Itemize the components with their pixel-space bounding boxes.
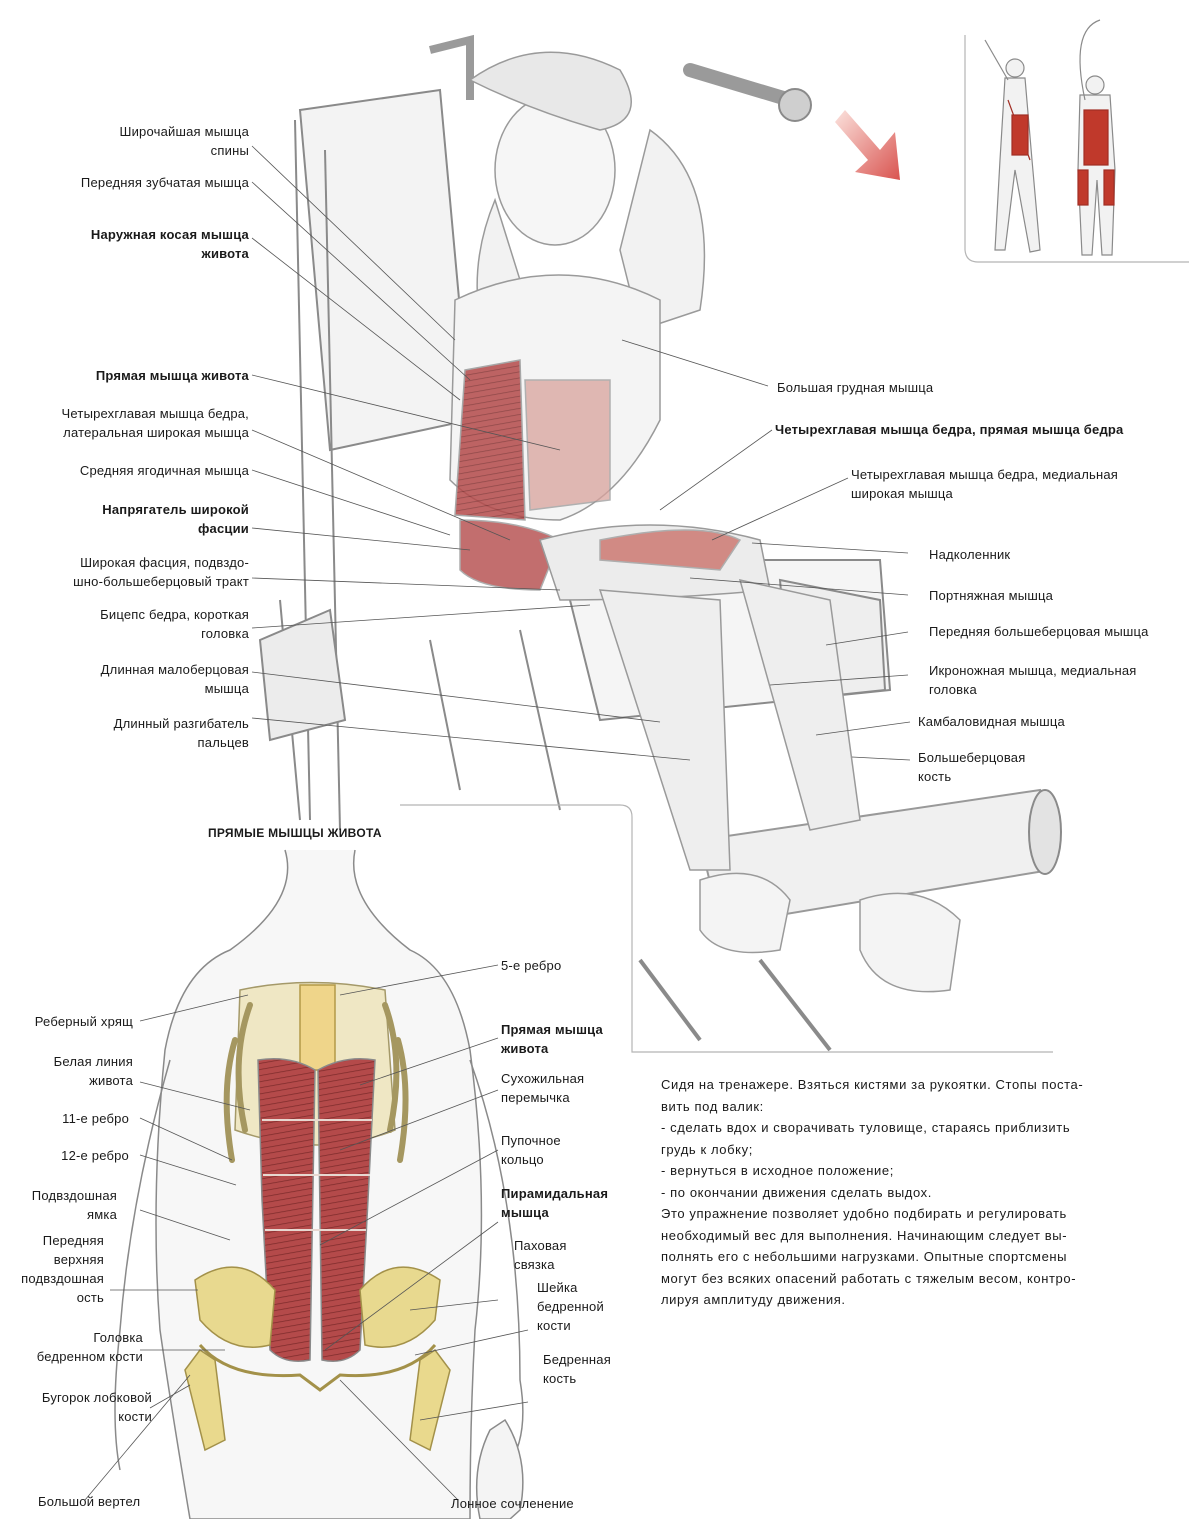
label-12th-rib: 12-е ребро xyxy=(61,1146,129,1165)
description-line: полнять его с небольшими нагрузками. Опы… xyxy=(661,1246,1186,1268)
description-line: Сидя на тренажере. Взяться кистями за ру… xyxy=(661,1074,1186,1096)
label-rectus-abdominis: Прямая мышца живота xyxy=(96,366,249,385)
description-line: грудь к лобку; xyxy=(661,1139,1186,1161)
inset-small-figures xyxy=(965,20,1189,262)
description-line: необходимый вес для выполнения. Начинающ… xyxy=(661,1225,1186,1247)
description-line: Это упражнение позволяет удобно подбират… xyxy=(661,1203,1186,1225)
label-patella: Надколенник xyxy=(929,545,1010,564)
label-vastus-lateralis: Четырехглавая мышца бедра,латеральная ши… xyxy=(62,404,249,442)
label-tibialis-anterior: Передняя большеберцовая мышца xyxy=(929,622,1149,641)
description-line: - вернуться в исходное положение; xyxy=(661,1160,1186,1182)
label-costal-cartilage: Реберный хрящ xyxy=(35,1012,133,1031)
description-line: - сделать вдох и сворачивать туловище, с… xyxy=(661,1117,1186,1139)
label-gluteus-medius: Средняя ягодичная мышца xyxy=(80,461,249,480)
description-line: лируя амплитуду движения. xyxy=(661,1289,1186,1311)
section-title: ПРЯМЫЕ МЫШЦЫ ЖИВОТА xyxy=(208,826,382,840)
label-greater-trochanter: Большой вертел xyxy=(38,1492,140,1511)
label-sartorius: Портняжная мышца xyxy=(929,586,1053,605)
torso-anatomy xyxy=(115,850,523,1519)
label-pectoralis-major: Большая грудная мышца xyxy=(777,378,933,397)
motion-arrow xyxy=(835,110,900,180)
label-serratus: Передняя зубчатая мышца xyxy=(81,173,249,192)
label-soleus: Камбаловидная мышца xyxy=(918,712,1065,731)
label-rectus-femoris: Четырехглавая мышца бедра, прямая мышца … xyxy=(775,420,1123,439)
exercise-description: Сидя на тренажере. Взяться кистями за ру… xyxy=(661,1074,1186,1311)
label-pubic-symphysis: Лонное сочленение xyxy=(451,1494,574,1513)
label-5th-rib: 5-е ребро xyxy=(501,956,561,975)
description-line: - по окончании движения сделать выдох. xyxy=(661,1182,1186,1204)
description-line: могут без всяких опасений работать с тяж… xyxy=(661,1268,1186,1290)
label-11th-rib: 11-е ребро xyxy=(62,1109,129,1128)
description-line: вить под валик: xyxy=(661,1096,1186,1118)
label-iliotibial-tract: Широкая фасция, подвздо-шно-большеберцов… xyxy=(73,553,249,591)
